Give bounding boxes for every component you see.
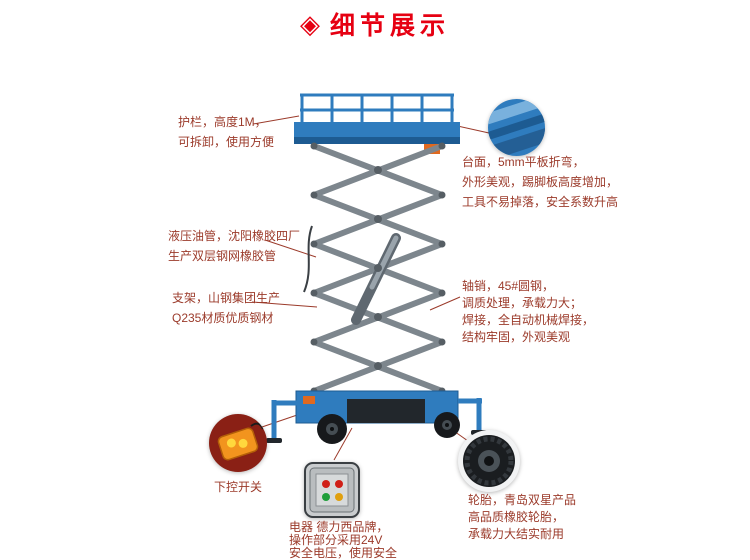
note-line: 结构牢固，外观美观 <box>462 330 571 344</box>
note-line: 外形美观，踢脚板高度增加， <box>462 175 619 189</box>
outriggers <box>271 398 482 438</box>
note-line: 可拆卸，使用方便 <box>178 135 275 149</box>
hydraulic-hose-icon <box>303 225 313 293</box>
wheels <box>317 412 460 444</box>
wheel-closeup-photo <box>458 430 520 492</box>
platform-closeup-photo <box>488 99 545 156</box>
electrical-note: 电器 德力西品牌， 操作部分采用24V 安全电压，使用安全 <box>289 521 397 560</box>
page-title: 细节展示 <box>329 12 450 40</box>
control-box-art <box>309 467 355 513</box>
base-chassis <box>295 390 459 424</box>
axle-pin-note: 轴销，45#圆钢， 调质处理，承载力大； 焊接，全自动机械焊接， 结构牢固，外观… <box>462 278 594 346</box>
note-line: 台面，5mm平板折弯， <box>462 155 585 169</box>
frame-note: 支架，山钢集团生产 Q235材质优质钢材 <box>172 288 280 328</box>
hydraulic-pipe-note: 液压油管，沈阳橡胶四厂 生产双层钢网橡胶管 <box>168 226 300 266</box>
platform-note: 台面，5mm平板折弯， 外形美观，踢脚板高度增加， 工具不易掉落，安全系数升高 <box>462 152 618 212</box>
note-line: 承载力大结实耐用 <box>468 527 565 541</box>
platform-closeup-art <box>488 99 545 156</box>
note-line: 支架，山钢集团生产 <box>172 291 281 305</box>
note-line: 轮胎，青岛双星产品 <box>468 493 577 507</box>
note-line: 电器 德力西品牌， <box>289 520 389 534</box>
remote-control-art <box>217 422 264 461</box>
remote-control-closeup-photo <box>209 414 267 472</box>
wheel-closeup-art <box>463 435 515 487</box>
lower-control-note: 下控开关 <box>214 477 262 497</box>
hydraulic-cylinder <box>351 233 401 325</box>
scissor-pivots <box>310 142 446 395</box>
note-line: 工具不易掉落，安全系数升高 <box>462 195 619 209</box>
note-line: 安全电压，使用安全 <box>289 546 398 560</box>
note-line: 护栏，高度1M， <box>178 115 267 129</box>
note-line: 下控开关 <box>214 480 263 494</box>
note-line: 轴销，45#圆钢， <box>462 279 555 293</box>
note-line: 操作部分采用24V <box>289 533 383 547</box>
tires-note: 轮胎，青岛双星产品 高品质橡胶轮胎， 承载力大结实耐用 <box>468 492 576 543</box>
guardrail-note: 护栏，高度1M， 可拆卸，使用方便 <box>178 112 274 152</box>
note-line: 调质处理，承载力大； <box>462 296 583 310</box>
section-header: ◈ 细节展示 <box>0 8 750 40</box>
note-line: 焊接，全自动机械焊接， <box>462 313 595 327</box>
note-line: 高品质橡胶轮胎， <box>468 510 565 524</box>
control-box-closeup-photo <box>304 462 360 518</box>
note-line: Q235材质优质钢材 <box>172 311 274 325</box>
diamond-icon: ◈ <box>299 9 320 39</box>
note-line: 生产双层钢网橡胶管 <box>168 249 277 263</box>
guardrail <box>300 93 454 124</box>
note-line: 液压油管，沈阳橡胶四厂 <box>168 229 301 243</box>
